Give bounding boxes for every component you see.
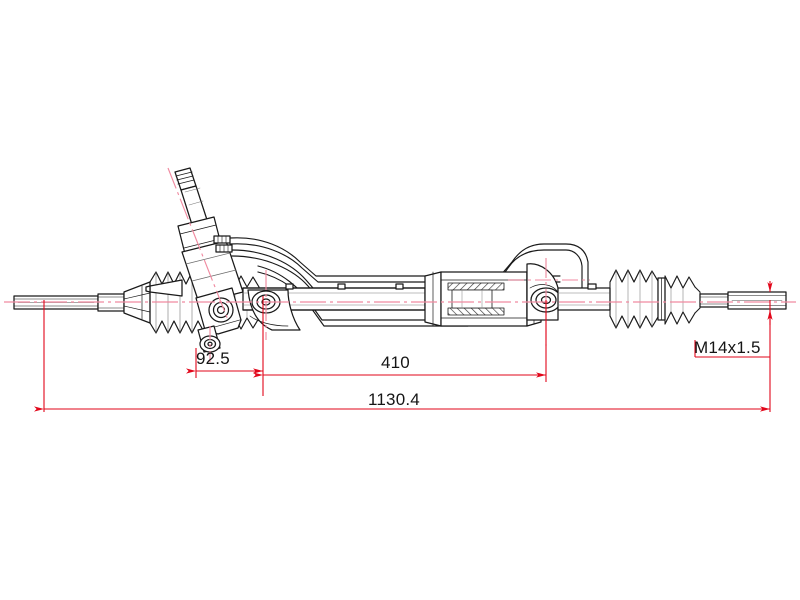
right-mount-bushing — [526, 263, 562, 321]
dimension-label-92-5: 92.5 — [196, 349, 230, 368]
power-cylinder — [424, 271, 542, 327]
hydraulic-fittings — [213, 235, 233, 253]
right-boot-clamp — [657, 277, 666, 321]
dimension-label-410: 410 — [381, 353, 410, 372]
dimension-label-1130-4: 1130.4 — [368, 390, 420, 409]
dimension-label-thread-m14: M14x1.5 — [694, 338, 761, 357]
left-tie-rod — [13, 293, 125, 312]
dimension-thread-m14 — [694, 281, 773, 358]
right-bellows-boot — [609, 269, 659, 329]
left-mount-bushing — [247, 289, 301, 331]
right-rack-tube — [557, 283, 611, 311]
right-outer-boot — [664, 275, 701, 325]
right-tie-rod — [699, 291, 787, 310]
centerlines — [4, 167, 796, 362]
dimension-lines — [34, 281, 773, 412]
rotary-valve-body — [145, 167, 244, 353]
